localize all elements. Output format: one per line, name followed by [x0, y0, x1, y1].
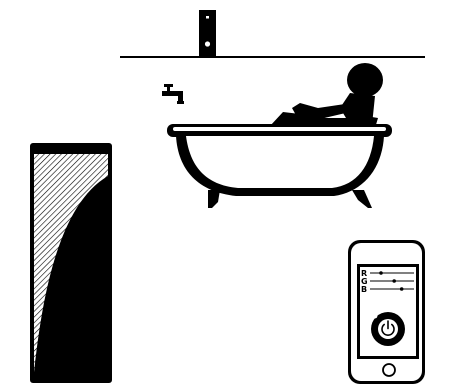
smartphone-icon: RGB: [348, 240, 425, 384]
power-button[interactable]: [371, 312, 405, 346]
slider-knob[interactable]: [400, 287, 404, 291]
bathtub-icon: [167, 124, 392, 208]
water-faucet-icon: [162, 84, 184, 104]
slider-label: B: [361, 285, 367, 294]
slider-knob[interactable]: [379, 271, 383, 275]
ceiling-light-icon: [199, 10, 216, 57]
light-panel-icon: [30, 143, 112, 384]
slider-knob[interactable]: [392, 279, 396, 283]
